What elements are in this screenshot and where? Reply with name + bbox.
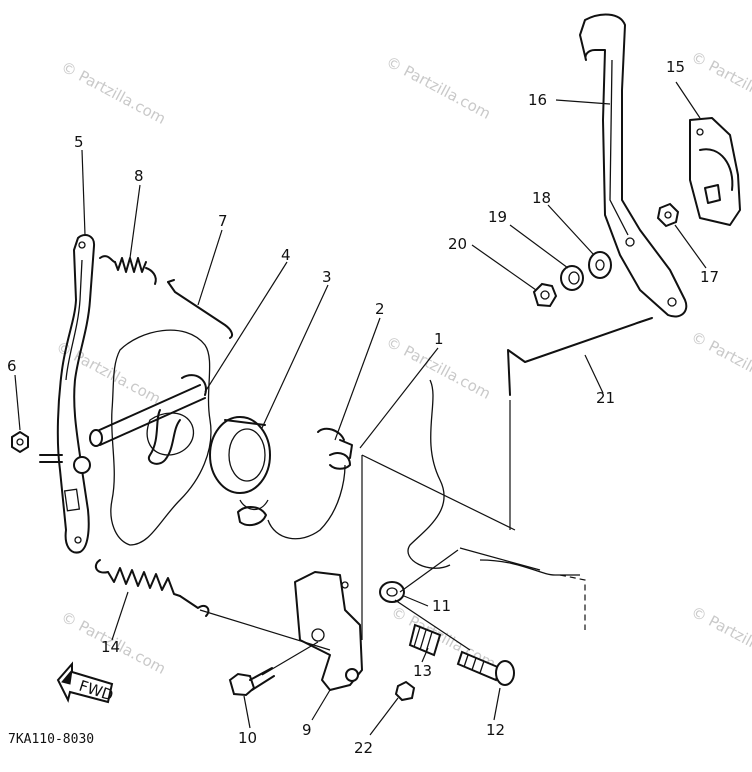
watermark: © Partzilla.com (688, 48, 752, 118)
part-11-washer (379, 581, 405, 603)
watermark-layer: © Partzilla.com © Partzilla.com © Partzi… (53, 48, 752, 678)
part-9-bracket (294, 571, 363, 691)
callout-labels: 1 2 3 4 5 6 7 8 9 10 11 12 13 14 15 16 1… (7, 58, 719, 757)
callout-20: 20 (448, 235, 467, 253)
callout-12: 12 (486, 721, 505, 739)
callout-17: 17 (700, 268, 719, 286)
part-6-nut (11, 430, 29, 454)
callout-9: 9 (302, 721, 312, 739)
part-5-lever (56, 233, 96, 554)
watermark: © Partzilla.com (53, 338, 164, 408)
part-10-bolt (228, 667, 275, 697)
callout-5: 5 (74, 133, 84, 151)
part-20-nut (532, 282, 558, 308)
part-3-collar (209, 416, 271, 527)
callout-3: 3 (322, 268, 332, 286)
callout-10: 10 (238, 729, 257, 747)
callout-13: 13 (413, 662, 432, 680)
fwd-label: FWD (77, 677, 116, 705)
part-14-spring (94, 559, 210, 617)
watermark: © Partzilla.com (383, 53, 494, 123)
part-19-collar (560, 265, 584, 291)
part-8-spring (99, 255, 157, 285)
part-15-bracket (689, 117, 741, 226)
part-16-lever (579, 13, 688, 318)
callout-7: 7 (218, 212, 228, 230)
assembly-lines (199, 400, 541, 676)
callout-14: 14 (101, 638, 120, 656)
part-12-bolt (456, 650, 515, 686)
callout-1: 1 (434, 330, 444, 348)
fwd-arrow-icon: FWD (56, 661, 116, 705)
part-5-pivot-washer (73, 456, 91, 474)
callout-8: 8 (134, 167, 144, 185)
callout-16: 16 (528, 91, 547, 109)
callout-11: 11 (432, 597, 451, 615)
part-4-shaft (89, 374, 207, 465)
part-18-washer (588, 251, 612, 279)
part-17-washer (656, 202, 680, 228)
part-1-connector (339, 439, 353, 459)
watermark: © Partzilla.com (688, 603, 752, 673)
part-22-bolt (394, 680, 416, 702)
callout-15: 15 (666, 58, 685, 76)
part-5-pivot-bolt (39, 454, 63, 463)
part-21-rod (507, 317, 653, 396)
leader-lines (14, 81, 707, 736)
callout-19: 19 (488, 208, 507, 226)
watermark: © Partzilla.com (688, 328, 752, 398)
engine-housing-outline (110, 329, 586, 630)
callout-21: 21 (596, 389, 615, 407)
watermark: © Partzilla.com (58, 58, 169, 128)
part-7-link-rod (167, 279, 234, 339)
callout-22: 22 (354, 739, 373, 757)
callout-6: 6 (7, 357, 17, 375)
callout-2: 2 (375, 300, 385, 318)
part-13-sleeve (408, 623, 442, 657)
part-2-cable (267, 427, 351, 540)
diagram-code: 7KA110-8030 (8, 732, 94, 747)
callout-18: 18 (532, 189, 551, 207)
callout-4: 4 (281, 246, 291, 264)
